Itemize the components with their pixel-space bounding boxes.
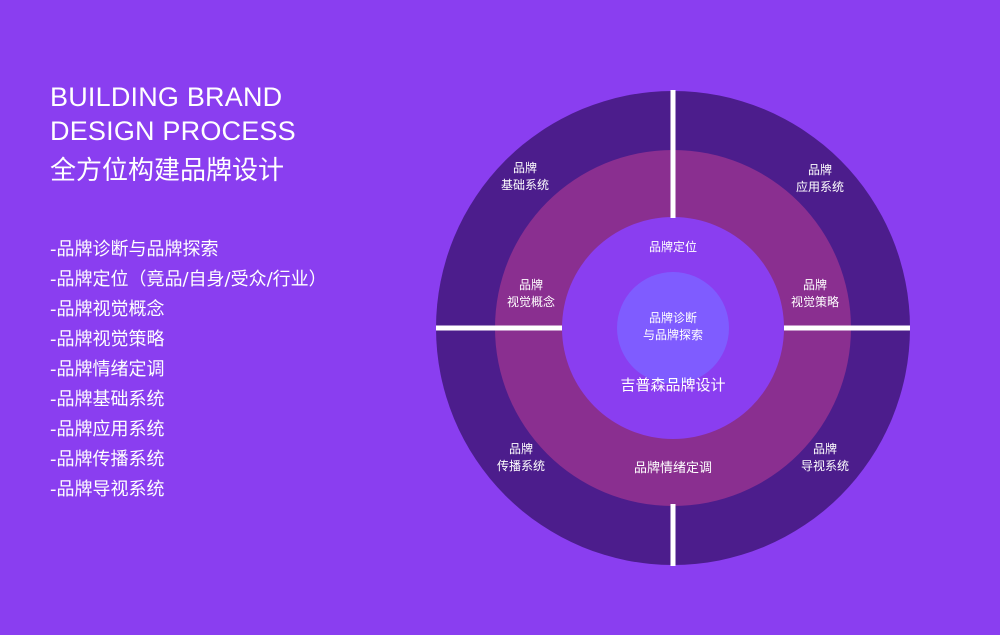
title-en-line2: DESIGN PROCESS — [50, 116, 296, 146]
list-item: -品牌定位（竟品/自身/受众/行业） — [50, 269, 327, 290]
title-en-line1: BUILDING BRAND — [50, 82, 283, 112]
middle-right-line2: 视觉策略 — [791, 294, 839, 309]
center-line1: 品牌诊断 — [649, 310, 697, 325]
list-item: -品牌情绪定调 — [50, 359, 165, 380]
heading-block: BUILDING BRAND DESIGN PROCESS 全方位构建品牌设计 — [50, 80, 430, 190]
process-list: -品牌诊断与品牌探索 -品牌定位（竟品/自身/受众/行业） -品牌视觉概念 -品… — [50, 235, 450, 505]
middle-bottom-label: 品牌情绪定调 — [634, 460, 712, 476]
outer-top-left-line2: 基础系统 — [501, 178, 549, 192]
outer-top-right-line1: 品牌 — [808, 163, 832, 177]
outer-bottom-left-line2: 传播系统 — [497, 458, 545, 473]
list-item: -品牌视觉策略 — [50, 329, 165, 350]
center-circle — [617, 272, 729, 384]
list-item: -品牌应用系统 — [50, 419, 165, 440]
list-item: -品牌基础系统 — [50, 389, 165, 410]
middle-left-line1: 品牌 — [519, 278, 543, 292]
outer-top-right-line2: 应用系统 — [796, 179, 844, 194]
list-item: -品牌导视系统 — [50, 479, 165, 500]
middle-left-line2: 视觉概念 — [507, 294, 555, 309]
list-item: -品牌诊断与品牌探索 — [50, 239, 219, 260]
list-item: -品牌传播系统 — [50, 449, 165, 470]
outer-bottom-right-line2: 导视系统 — [801, 458, 849, 473]
list-item: -品牌视觉概念 — [50, 299, 165, 320]
outer-bottom-left-line1: 品牌 — [509, 442, 533, 456]
inner-bottom-label: 吉普森品牌设计 — [620, 376, 725, 394]
outer-top-left-line1: 品牌 — [513, 161, 537, 175]
inner-top-label: 品牌定位 — [649, 239, 697, 254]
center-line2: 与品牌探索 — [643, 328, 703, 342]
middle-right-line1: 品牌 — [803, 278, 827, 292]
outer-bottom-right-line1: 品牌 — [813, 442, 837, 456]
title-cn: 全方位构建品牌设计 — [50, 156, 285, 186]
